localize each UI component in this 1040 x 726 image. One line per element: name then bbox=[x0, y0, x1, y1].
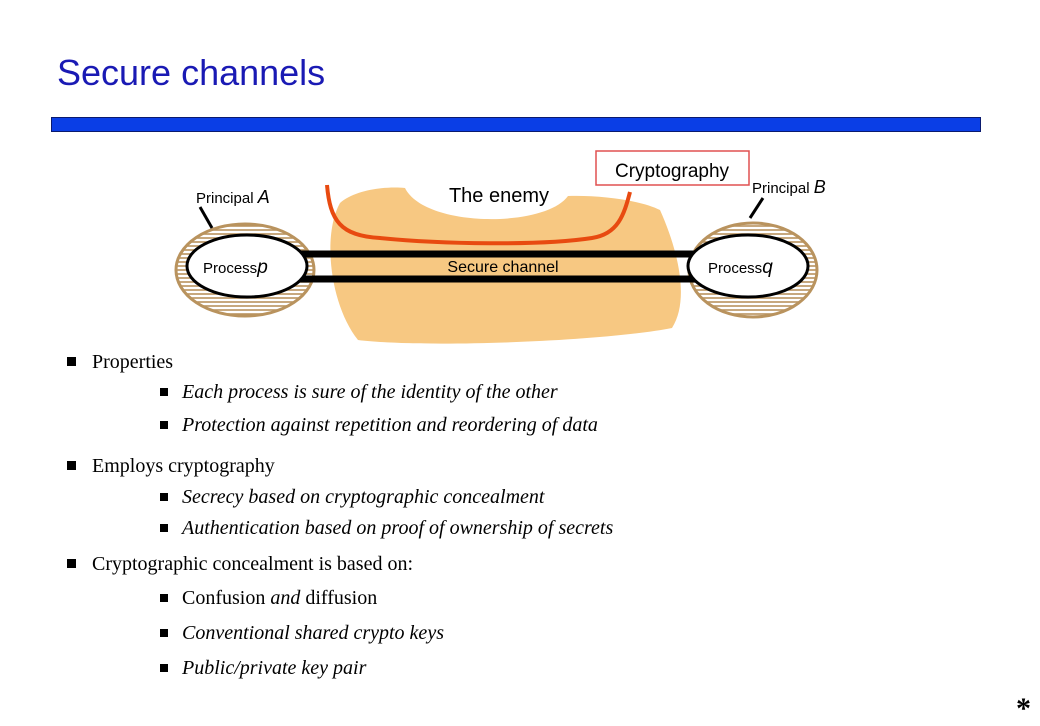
process-p-ellipse bbox=[185, 233, 309, 299]
principal-b-pointer bbox=[748, 197, 765, 219]
bullet-text: Properties bbox=[92, 351, 174, 373]
bullet-marker bbox=[160, 629, 168, 637]
bullet-text-part2: and bbox=[270, 587, 301, 609]
sub-bullet-identity: Each process is sure of the identity of … bbox=[160, 381, 558, 404]
principal-b-label: Principal B bbox=[752, 177, 826, 197]
bullet-text: Employs cryptography bbox=[92, 455, 275, 477]
process-p-label: Processp bbox=[203, 257, 268, 278]
cryptography-curve bbox=[325, 184, 632, 246]
cryptography-label: Cryptography bbox=[615, 161, 730, 182]
bullet-properties: Properties bbox=[67, 351, 173, 374]
bullet-text: Authentication based on proof of ownersh… bbox=[182, 517, 614, 539]
channel-label: Secure channel bbox=[447, 259, 558, 276]
bullet-marker bbox=[160, 493, 168, 501]
bullet-marker bbox=[67, 461, 76, 470]
bullet-marker bbox=[160, 594, 168, 602]
footer-star-mark: * bbox=[1016, 692, 1031, 725]
sub-bullet-secrecy: Secrecy based on cryptographic concealme… bbox=[160, 486, 544, 509]
enemy-label: The enemy bbox=[449, 185, 549, 207]
bullet-text: Each process is sure of the identity of … bbox=[182, 381, 558, 403]
bullet-concealment: Cryptographic concealment is based on: bbox=[67, 553, 413, 576]
bullet-text: Conventional shared crypto keys bbox=[182, 622, 444, 644]
principal-a-label: Principal A bbox=[196, 187, 270, 207]
process-q-label: Processq bbox=[708, 257, 773, 278]
title-underline-bar bbox=[51, 117, 981, 132]
bullet-marker bbox=[160, 524, 168, 532]
bullet-employs-cryptography: Employs cryptography bbox=[67, 455, 275, 478]
bullet-text: Secrecy based on cryptographic concealme… bbox=[182, 486, 545, 508]
bullet-marker bbox=[160, 421, 168, 429]
principal-a-pointer bbox=[198, 206, 214, 229]
bullet-text-part1: Confusion bbox=[182, 587, 271, 609]
sub-bullet-confusion-diffusion: Confusion and diffusion bbox=[160, 587, 377, 610]
sub-bullet-protection: Protection against repetition and reorde… bbox=[160, 414, 598, 437]
process-q-ellipse bbox=[686, 233, 810, 299]
bullet-text: Cryptographic concealment is based on: bbox=[92, 553, 414, 575]
sub-bullet-authentication: Authentication based on proof of ownersh… bbox=[160, 517, 613, 540]
bullet-marker bbox=[160, 388, 168, 396]
bullet-text: Protection against repetition and reorde… bbox=[182, 414, 598, 436]
enemy-region bbox=[330, 187, 681, 344]
sub-bullet-shared-keys: Conventional shared crypto keys bbox=[160, 622, 444, 645]
bullet-text: Public/private key pair bbox=[182, 657, 367, 679]
bullet-marker bbox=[160, 664, 168, 672]
bullet-text-part3: diffusion bbox=[300, 587, 378, 609]
bullet-marker bbox=[67, 357, 76, 366]
cryptography-box bbox=[595, 150, 750, 186]
bullet-marker bbox=[67, 559, 76, 568]
sub-bullet-key-pair: Public/private key pair bbox=[160, 657, 366, 680]
page-title: Secure channels bbox=[57, 52, 326, 93]
